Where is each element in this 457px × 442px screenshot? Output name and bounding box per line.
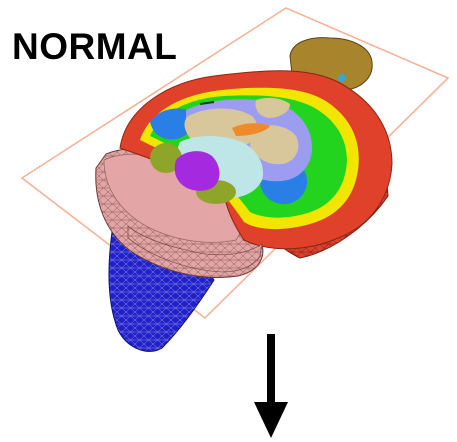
down-arrow-icon [254, 334, 288, 438]
olfactory-bulb-spot [338, 74, 346, 82]
state-label: NORMAL [12, 28, 177, 65]
